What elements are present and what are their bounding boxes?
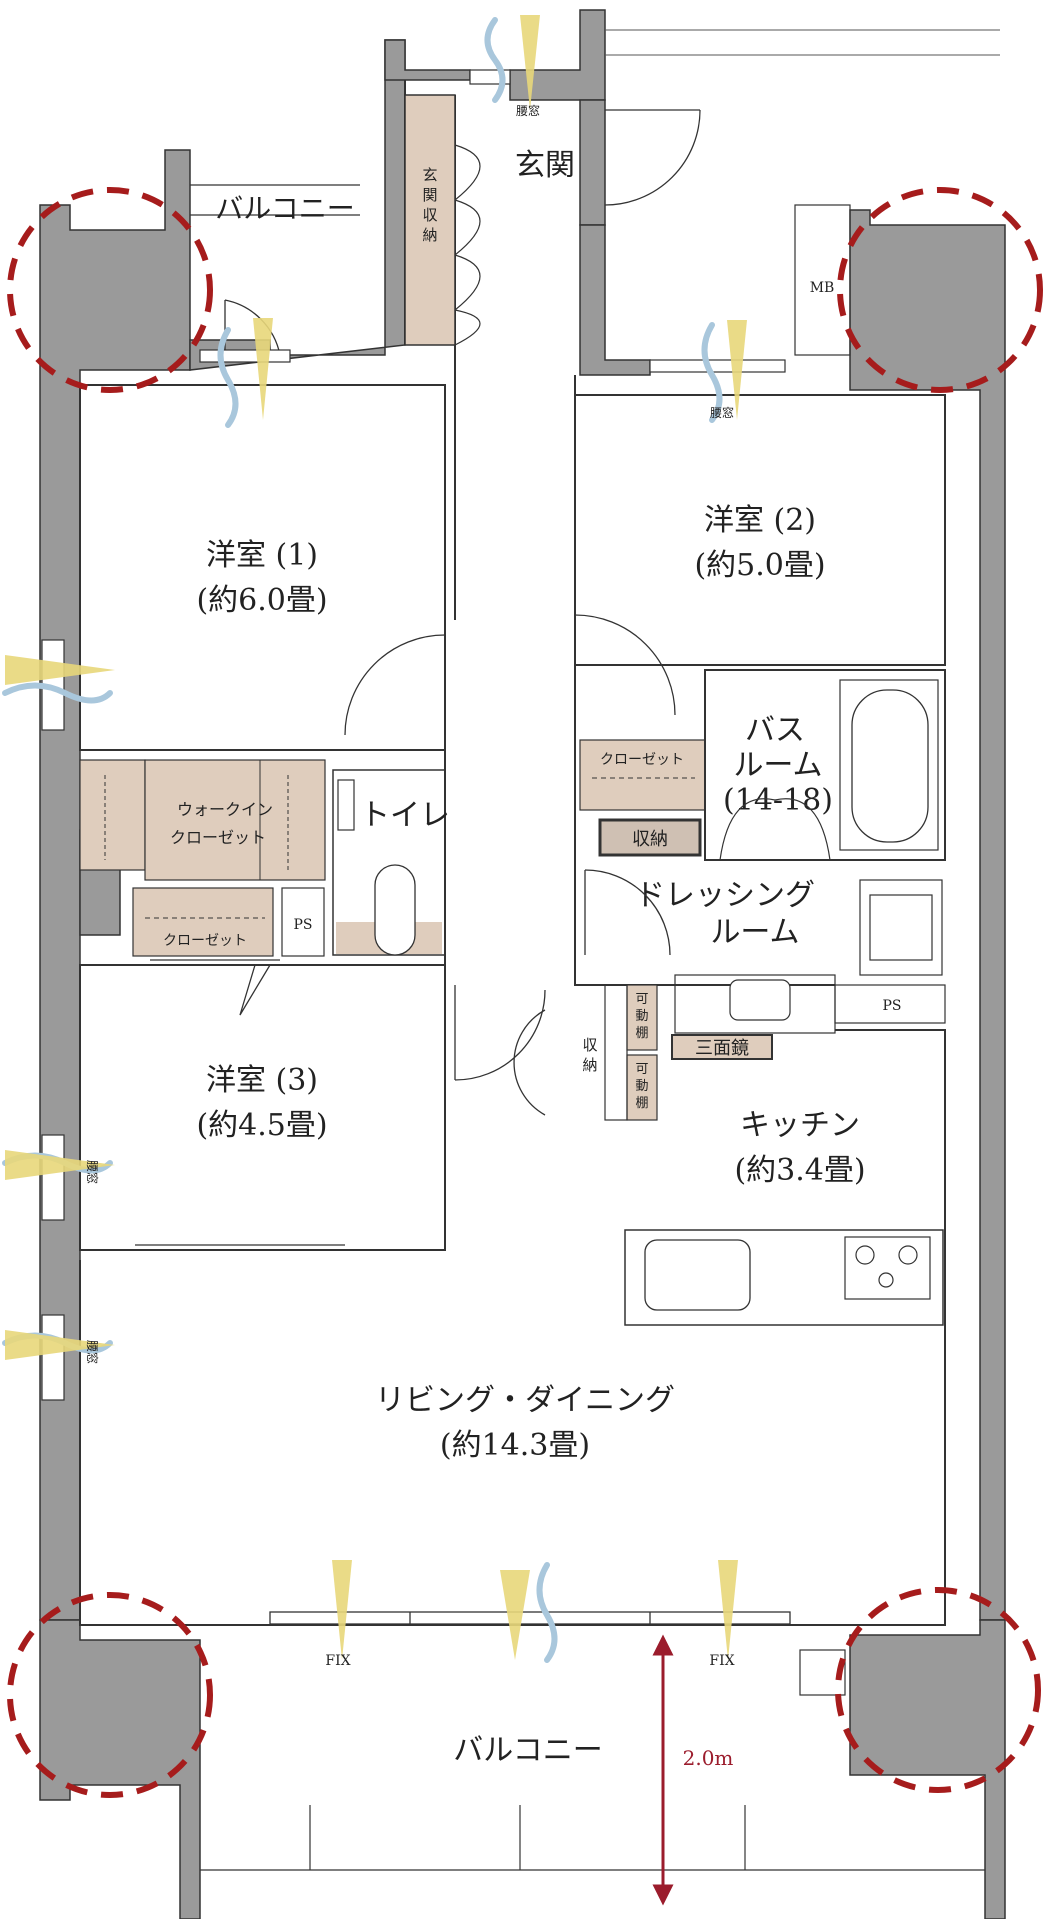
- movable-shelf-labels: 可 動 棚 可 動 棚: [635, 992, 648, 1111]
- room3-size: (約4.5畳): [196, 1108, 327, 1143]
- svg-text:腰窓: 腰窓: [85, 1340, 100, 1364]
- toilet-bowl: [374, 864, 416, 956]
- bathtub-outer: [839, 679, 939, 851]
- bath-door: [719, 798, 831, 861]
- svg-text:腰窓: 腰窓: [516, 103, 540, 118]
- svg-text:可: 可: [635, 1062, 648, 1077]
- storage-vertical-1: 収: [582, 1036, 597, 1054]
- room2-closet-label: クローゼット: [600, 752, 684, 768]
- ps-label-left: PS: [293, 917, 312, 933]
- kitchen-stove: [844, 1236, 931, 1300]
- room2-name: 洋室 (2): [704, 503, 816, 538]
- washbasin: [859, 879, 943, 976]
- kitchen-sink: [644, 1239, 751, 1311]
- ps-label-right: PS: [882, 998, 901, 1014]
- bath-label-1: バス: [745, 713, 805, 748]
- room2-size: (約5.0畳): [694, 548, 825, 583]
- storage-vertical-2: 納: [582, 1056, 597, 1074]
- balcony-top-label: バルコニー: [215, 192, 354, 225]
- svg-text:関: 関: [422, 186, 437, 204]
- movable-shelf-2: [626, 1054, 658, 1121]
- fix-label-right: FIX: [709, 1653, 734, 1669]
- movable-shelf-1: [626, 984, 658, 1051]
- svg-text:動: 動: [635, 1079, 648, 1094]
- waist-window-labels-vertical: 腰窓 腰窓: [85, 1160, 100, 1364]
- entrance-storage: [404, 94, 456, 346]
- entrance-storage-label: 玄 関 収 納: [422, 166, 437, 244]
- storage-doors: [454, 144, 481, 346]
- svg-text:腰窓: 腰窓: [710, 405, 734, 420]
- room3-door: [239, 964, 271, 1016]
- sliding-tracks: [135, 959, 445, 1251]
- room2-door: [574, 614, 676, 716]
- dressing-door: [584, 869, 671, 956]
- triple-mirror-label: 三面鏡: [695, 1038, 749, 1059]
- svg-text:腰窓: 腰窓: [85, 1160, 100, 1184]
- storage-box-label: 収納: [632, 829, 668, 850]
- highlight-circles: [7, 187, 1043, 1798]
- kitchen-counter: [624, 1229, 944, 1326]
- living-name: リビング・ダイニング: [375, 1383, 675, 1418]
- kitchen-size: (約3.4畳): [734, 1153, 865, 1188]
- stove-burners: [855, 1245, 918, 1288]
- svg-text:納: 納: [422, 226, 437, 244]
- walkin-left-shelf: [79, 759, 146, 871]
- vanity: [674, 974, 836, 1034]
- ps-box-right: [834, 984, 946, 1024]
- entrance-door: [604, 109, 701, 206]
- bath-label-2: ルーム: [733, 748, 822, 783]
- room3-closet-label: クローゼット: [163, 933, 247, 949]
- toilet-tank: [337, 779, 355, 831]
- outdoor-unit: [799, 1649, 846, 1696]
- ps-box-left: [281, 887, 325, 957]
- depth-dimension-label: 2.0m: [683, 1746, 734, 1770]
- light-indicators: [5, 15, 747, 1660]
- top-corridor-lines: [605, 29, 1000, 56]
- dressing-label-2: ルーム: [710, 915, 799, 950]
- svg-text:収: 収: [422, 206, 437, 224]
- corridor-doors: [454, 985, 546, 1116]
- entrance-label: 玄関: [515, 148, 575, 183]
- balcony-bottom-label: バルコニー: [453, 1733, 602, 1768]
- fix-label-left: FIX: [325, 1653, 350, 1669]
- svg-text:棚: 棚: [635, 1026, 648, 1041]
- mb-label: MB: [810, 280, 835, 296]
- svg-text:動: 動: [635, 1009, 648, 1024]
- bath-label-3: (14-18): [723, 783, 833, 818]
- mb-box: [794, 204, 851, 356]
- svg-text:玄: 玄: [422, 166, 437, 184]
- room1-size: (約6.0畳): [196, 583, 327, 618]
- svg-text:棚: 棚: [635, 1096, 648, 1111]
- triple-mirror: [671, 1034, 773, 1060]
- kitchen-name: キッチン: [740, 1108, 860, 1143]
- walkin-label-2: クローゼット: [170, 828, 266, 847]
- toilet-room: [332, 769, 446, 956]
- balcony-bottom-rails: [200, 1805, 985, 1871]
- bathroom: [704, 669, 946, 861]
- bathtub-inner: [851, 689, 929, 843]
- walkin-label-1: ウォークイン: [177, 800, 273, 819]
- room2-closet: [579, 739, 706, 811]
- room3-name: 洋室 (3): [206, 1063, 318, 1098]
- living-window: [269, 1611, 791, 1625]
- waist-window-labels: 腰窓 腰窓: [516, 103, 734, 420]
- storage-box: [598, 818, 702, 857]
- room1-name: 洋室 (1): [206, 538, 318, 573]
- svg-text:可: 可: [635, 992, 648, 1007]
- living-size: (約14.3畳): [440, 1428, 590, 1463]
- walkin-closet: [144, 759, 326, 881]
- dressing-label-1: ドレッシング: [635, 878, 815, 913]
- toilet-label: トイレ: [360, 798, 450, 833]
- balcony-top-outline: [190, 184, 360, 216]
- room3-closet: [132, 887, 274, 957]
